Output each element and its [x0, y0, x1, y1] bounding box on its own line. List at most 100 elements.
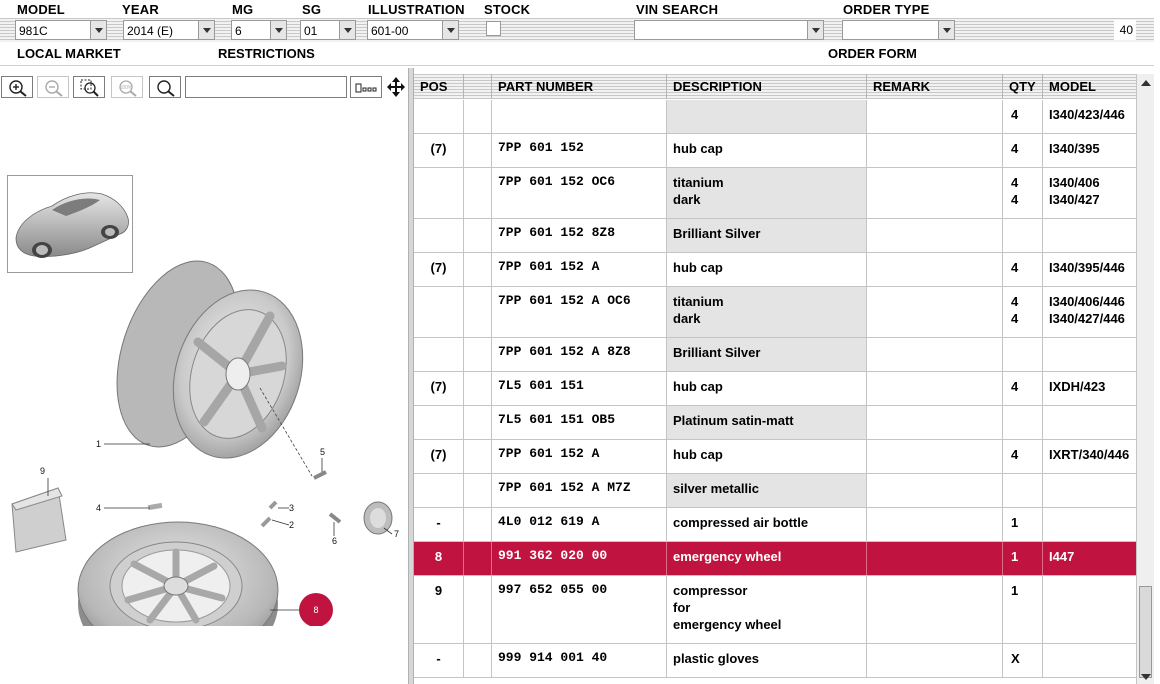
chevron-down-icon[interactable]	[339, 21, 355, 39]
hub-cap[interactable]	[363, 501, 393, 535]
chevron-down-icon[interactable]	[442, 21, 458, 39]
cell-model-text: I340/427	[1049, 192, 1100, 207]
callout-5[interactable]: 5	[320, 447, 325, 457]
callout-1[interactable]: 1	[96, 439, 101, 449]
cell-blank	[464, 219, 492, 252]
callout-9[interactable]: 9	[40, 466, 45, 476]
callout-3[interactable]: 3	[289, 503, 294, 513]
scroll-down-icon[interactable]	[1141, 674, 1151, 680]
cell-pos: 9	[414, 576, 464, 643]
callout-8[interactable]: 8	[313, 605, 318, 615]
scroll-up-icon[interactable]	[1141, 80, 1151, 86]
cell-remark	[867, 644, 1003, 677]
col-model[interactable]: MODEL	[1043, 74, 1136, 99]
cell-model-text: IXRT/340/446	[1049, 447, 1130, 462]
chevron-down-icon[interactable]	[90, 21, 106, 39]
year-select[interactable]: 2014 (E)	[123, 20, 215, 40]
illustration-toolbar: 100%	[0, 76, 408, 100]
cell-pos-text: (7)	[430, 447, 447, 462]
leader-lines	[47, 443, 393, 611]
fit-page-button[interactable]	[350, 76, 382, 98]
cell-model	[1043, 644, 1136, 677]
car-image	[15, 192, 129, 258]
valve-stem[interactable]	[260, 516, 272, 528]
chevron-down-icon[interactable]	[198, 21, 214, 39]
stock-checkbox[interactable]	[486, 21, 501, 36]
zoom-out-button[interactable]	[37, 76, 69, 98]
search-icon	[157, 80, 175, 97]
col-part-number[interactable]: PART NUMBER	[492, 74, 667, 99]
search-button[interactable]	[149, 76, 181, 98]
model-label: MODEL	[17, 2, 65, 17]
cell-qty	[1003, 474, 1043, 507]
callout-2[interactable]: 2	[289, 520, 294, 530]
callout-6[interactable]: 6	[332, 536, 337, 546]
quantity-field[interactable]: 40	[1114, 20, 1136, 40]
col-description[interactable]: DESCRIPTION	[667, 74, 867, 99]
callout-7[interactable]: 7	[394, 529, 399, 539]
cell-description-text: dark	[673, 311, 701, 326]
vehicle-thumbnail[interactable]	[7, 175, 133, 273]
wheel-bolt[interactable]	[259, 387, 327, 480]
cell-description-text: plastic gloves	[673, 651, 759, 666]
col-blank[interactable]	[464, 74, 492, 99]
callout-4[interactable]: 4	[96, 503, 101, 513]
lug-bolt[interactable]	[328, 512, 342, 524]
col-qty[interactable]: QTY	[1003, 74, 1043, 99]
scroll-thumb[interactable]	[1139, 586, 1152, 678]
zoom-100-button[interactable]: 100%	[111, 76, 143, 98]
col-remark[interactable]: REMARK	[867, 74, 1003, 99]
pan-button[interactable]	[386, 76, 406, 98]
chevron-down-icon[interactable]	[938, 21, 954, 39]
zoom-area-button[interactable]	[73, 76, 105, 98]
col-pos[interactable]: POS	[414, 74, 464, 99]
zoom-in-button[interactable]	[1, 76, 33, 98]
valve-cap[interactable]	[268, 500, 278, 510]
cell-part-number	[492, 100, 667, 133]
illustration-select[interactable]: 601-00	[367, 20, 459, 40]
cell-model	[1043, 338, 1136, 371]
model-select[interactable]: 981C	[15, 20, 107, 40]
sg-select[interactable]: 01	[300, 20, 356, 40]
callout-8-marker[interactable]: 8	[299, 593, 333, 626]
parts-table: POS PART NUMBER DESCRIPTION REMARK QTY M…	[414, 74, 1136, 684]
tire-sealant-kit[interactable]	[11, 487, 67, 553]
cell-description-text: Platinum satin-matt	[673, 413, 794, 428]
cell-qty-text: 4	[1011, 192, 1019, 207]
chevron-down-icon[interactable]	[270, 21, 286, 39]
pane-splitter[interactable]	[408, 68, 414, 684]
wheel-weight[interactable]	[147, 502, 163, 511]
chevron-down-icon[interactable]	[807, 21, 823, 39]
table-scrollbar[interactable]	[1136, 74, 1154, 684]
cell-model: I447	[1043, 542, 1136, 575]
mg-select[interactable]: 6	[231, 20, 287, 40]
cell-remark	[867, 338, 1003, 371]
vin-search-select[interactable]	[634, 20, 824, 40]
search-input[interactable]	[185, 76, 347, 98]
order-type-select[interactable]	[842, 20, 955, 40]
cell-remark	[867, 406, 1003, 439]
cell-part-number: 7PP 601 152 A M7Z	[492, 474, 667, 507]
cell-remark	[867, 508, 1003, 541]
order-form-label: ORDER FORM	[828, 46, 917, 61]
alloy-rim[interactable]	[95, 246, 323, 475]
emergency-wheel[interactable]	[77, 521, 279, 626]
cell-description-text: compressed air bottle	[673, 515, 809, 530]
cell-qty	[1003, 219, 1043, 252]
